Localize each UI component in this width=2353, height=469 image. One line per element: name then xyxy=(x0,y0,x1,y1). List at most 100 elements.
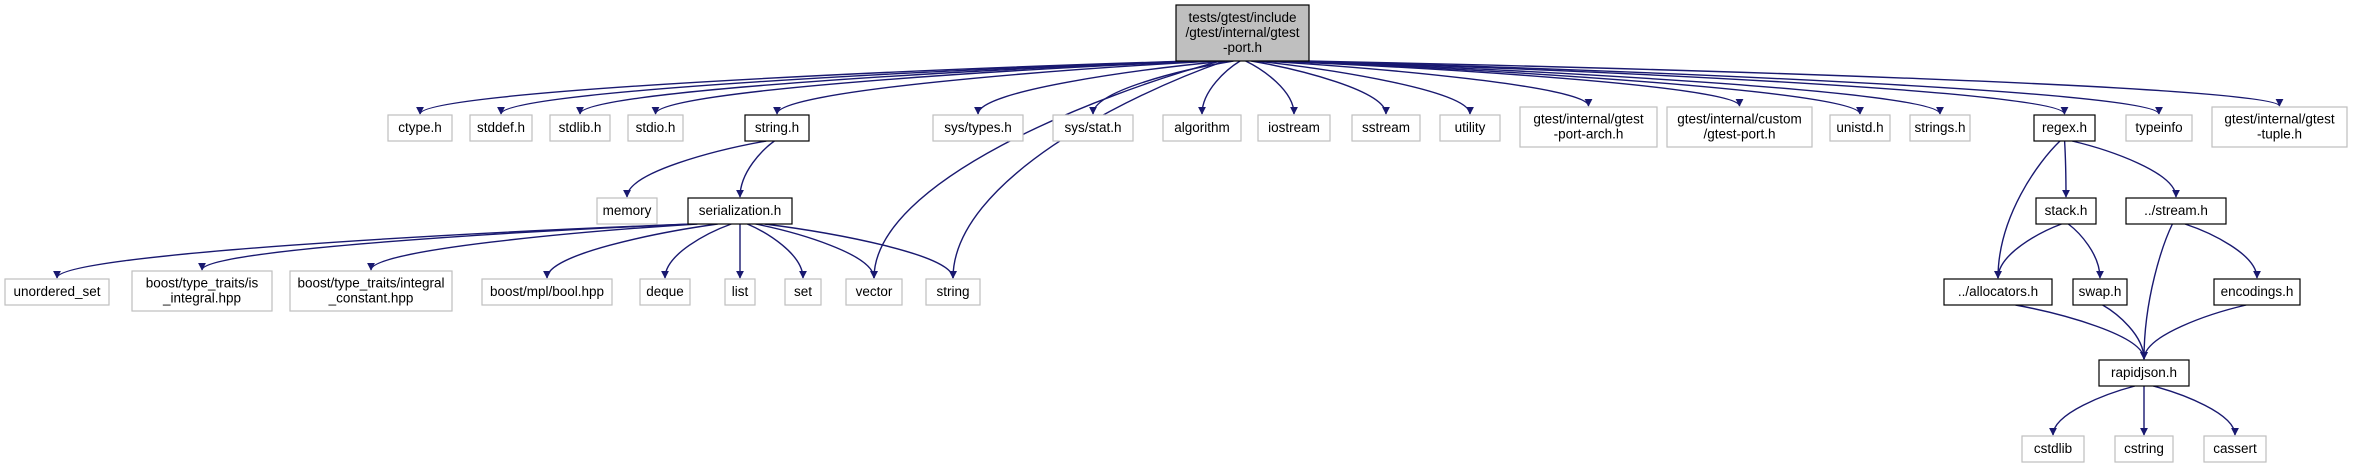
node-box xyxy=(2033,114,2096,142)
node-iostream[interactable]: iostream xyxy=(1257,114,1331,142)
edge-root-to-sys-stat xyxy=(1089,60,1234,115)
node-label: rapidjson.h xyxy=(2111,365,2177,380)
node-custom-port[interactable]: gtest/internal/custom/gtest-port.h xyxy=(1666,106,1813,148)
node-unordered-set[interactable]: unordered_set xyxy=(4,278,110,306)
node-stdlib[interactable]: stdlib.h xyxy=(549,114,611,142)
edge-root-to-stdlib xyxy=(576,60,1203,115)
edge-root-to-vector xyxy=(870,60,1221,279)
edge-root-to-unistd xyxy=(1279,60,1864,115)
edge-serialization-to-is-integral xyxy=(198,223,694,271)
edge-serialization-to-set xyxy=(747,223,807,279)
node-label: -tuple.h xyxy=(2257,127,2302,142)
node-sstream[interactable]: sstream xyxy=(1351,114,1421,142)
edge-stack-to-swap xyxy=(2067,223,2104,279)
edge-string-h-to-memory xyxy=(623,140,767,198)
node-label: _integral.hpp xyxy=(162,291,241,306)
node-box xyxy=(627,114,684,142)
node-deque[interactable]: deque xyxy=(639,278,691,306)
node-typeinfo[interactable]: typeinfo xyxy=(2125,114,2193,142)
node-stack[interactable]: stack.h xyxy=(2035,197,2097,225)
edge-root-to-gtest-tuple xyxy=(1305,60,2284,107)
edge-root-to-utility xyxy=(1256,60,1474,115)
node-box xyxy=(1162,114,1242,142)
node-swap[interactable]: swap.h xyxy=(2072,278,2128,306)
edge-serialization-to-unordered-set xyxy=(53,223,694,279)
node-box xyxy=(469,114,533,142)
node-stdio[interactable]: stdio.h xyxy=(627,114,684,142)
node-label: strings.h xyxy=(1914,120,1965,135)
node-integral-constant[interactable]: boost/type_traits/integral_constant.hpp xyxy=(289,270,453,312)
edge-root-to-regex xyxy=(1292,60,2069,115)
node-box xyxy=(1257,114,1331,142)
node-box xyxy=(687,197,793,225)
node-cassert[interactable]: cassert xyxy=(2203,435,2267,463)
node-memory[interactable]: memory xyxy=(596,197,658,225)
node-port-arch[interactable]: gtest/internal/gtest-port-arch.h xyxy=(1519,106,1658,148)
node-encodings[interactable]: encodings.h xyxy=(2213,278,2301,306)
node-utility[interactable]: utility xyxy=(1439,114,1501,142)
node-label: tests/gtest/include xyxy=(1188,10,1296,25)
node-rapidjson[interactable]: rapidjson.h xyxy=(2098,359,2190,387)
edge-root-to-iostream xyxy=(1245,60,1298,115)
edge-serialization-to-deque xyxy=(661,223,732,279)
node-label: string.h xyxy=(755,120,799,135)
node-vector[interactable]: vector xyxy=(845,278,903,306)
node-box xyxy=(2035,197,2097,225)
node-stddef[interactable]: stddef.h xyxy=(469,114,533,142)
edge-root-to-typeinfo xyxy=(1297,60,2163,115)
node-unistd[interactable]: unistd.h xyxy=(1829,114,1891,142)
edge-stream-to-encodings xyxy=(2184,223,2261,279)
node-string-h[interactable]: string.h xyxy=(744,114,810,142)
node-allocators[interactable]: ../allocators.h xyxy=(1943,278,2053,306)
node-label: swap.h xyxy=(2079,284,2122,299)
node-box xyxy=(2021,435,2085,463)
node-cstring[interactable]: cstring xyxy=(2114,435,2174,463)
edge-rapidjson-to-cstdlib xyxy=(2049,385,2136,436)
edge-swap-to-rapidjson xyxy=(2102,304,2148,360)
node-sys-types[interactable]: sys/types.h xyxy=(932,114,1024,142)
node-list[interactable]: list xyxy=(724,278,756,306)
node-label: cstdlib xyxy=(2034,441,2072,456)
edge-stream-to-rapidjson xyxy=(2140,223,2174,360)
node-label: regex.h xyxy=(2042,120,2087,135)
edge-rapidjson-to-cassert xyxy=(2152,385,2239,436)
node-box xyxy=(1439,114,1501,142)
node-label: string xyxy=(936,284,969,299)
node-algorithm[interactable]: algorithm xyxy=(1162,114,1242,142)
node-box xyxy=(724,278,756,306)
node-label: list xyxy=(732,284,749,299)
node-label: iostream xyxy=(1268,120,1320,135)
node-layer: tests/gtest/include/gtest/internal/gtest… xyxy=(4,4,2348,463)
node-mpl-bool[interactable]: boost/mpl/bool.hpp xyxy=(481,278,613,306)
edge-allocators-to-rapidjson xyxy=(2015,304,2148,360)
node-box xyxy=(4,278,110,306)
node-ctype[interactable]: ctype.h xyxy=(387,114,453,142)
node-label: -port-arch.h xyxy=(1554,127,1624,142)
node-string[interactable]: string xyxy=(925,278,981,306)
node-label: memory xyxy=(603,203,652,218)
node-label: vector xyxy=(856,284,893,299)
node-regex[interactable]: regex.h xyxy=(2033,114,2096,142)
node-label: typeinfo xyxy=(2135,120,2182,135)
node-label: gtest/internal/custom xyxy=(1677,112,1802,127)
node-stream[interactable]: ../stream.h xyxy=(2125,197,2227,225)
node-gtest-tuple[interactable]: gtest/internal/gtest-tuple.h xyxy=(2211,106,2348,148)
node-box xyxy=(639,278,691,306)
node-set[interactable]: set xyxy=(784,278,822,306)
edge-root-to-string-h xyxy=(773,60,1215,115)
node-root: tests/gtest/include/gtest/internal/gtest… xyxy=(1175,4,1310,62)
edge-regex-to-stack xyxy=(2061,140,2070,198)
edge-regex-to-stream xyxy=(2071,140,2180,198)
node-label: utility xyxy=(1455,120,1486,135)
node-sys-stat[interactable]: sys/stat.h xyxy=(1052,114,1134,142)
node-is-integral[interactable]: boost/type_traits/is_integral.hpp xyxy=(131,270,273,312)
node-serialization[interactable]: serialization.h xyxy=(687,197,793,225)
node-label: algorithm xyxy=(1174,120,1230,135)
node-box xyxy=(1351,114,1421,142)
node-box xyxy=(2072,278,2128,306)
edge-serialization-to-vector xyxy=(755,223,878,279)
edge-root-to-sstream xyxy=(1251,60,1390,115)
node-cstdlib[interactable]: cstdlib xyxy=(2021,435,2085,463)
edge-root-to-strings xyxy=(1284,60,1944,115)
node-strings[interactable]: strings.h xyxy=(1909,114,1971,142)
